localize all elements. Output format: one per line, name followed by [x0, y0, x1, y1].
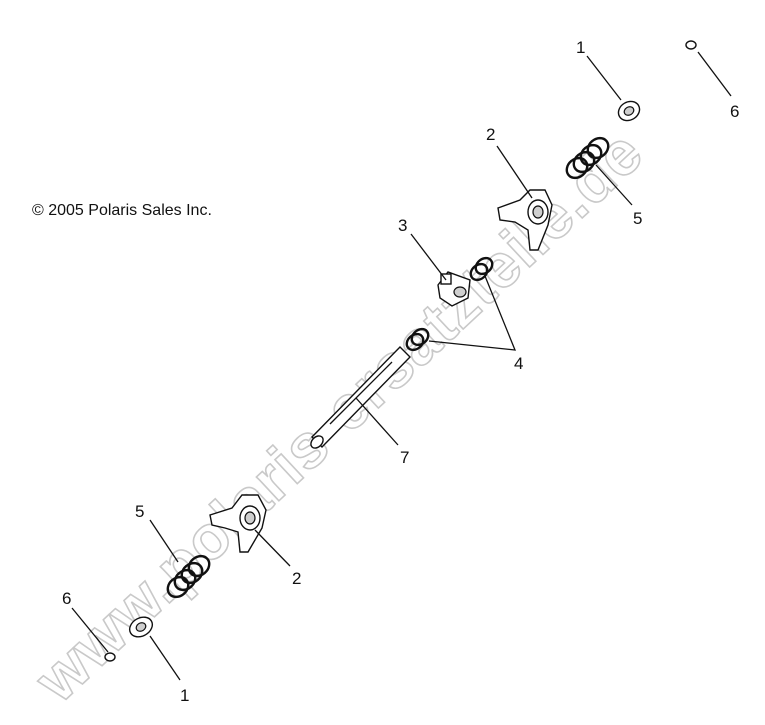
callout-5-top: 5 [633, 209, 642, 228]
leader-lines [71, 51, 732, 681]
shaft-part [310, 346, 411, 449]
callout-1-top: 1 [576, 38, 585, 57]
callout-1-bottom: 1 [180, 686, 189, 705]
callout-6-top: 6 [730, 102, 739, 121]
callout-2-top: 2 [486, 125, 495, 144]
copyright-text: © 2005 Polaris Sales Inc. [32, 202, 212, 219]
callout-7: 7 [400, 448, 409, 467]
callout-4: 4 [514, 354, 523, 373]
clip-upper [685, 40, 697, 50]
clip-lower [104, 652, 116, 662]
callout-3: 3 [398, 216, 407, 235]
spring-lower [166, 554, 211, 599]
callout-6-bottom: 6 [62, 589, 71, 608]
spring-small-lower [405, 327, 430, 352]
callout-5-bottom: 5 [135, 502, 144, 521]
washer-lower [128, 616, 154, 638]
washer-upper [617, 100, 641, 122]
spring-upper [565, 136, 610, 180]
spring-small-upper [469, 256, 494, 282]
callout-2-bottom: 2 [292, 569, 301, 588]
shift-fork-lower [209, 494, 267, 553]
